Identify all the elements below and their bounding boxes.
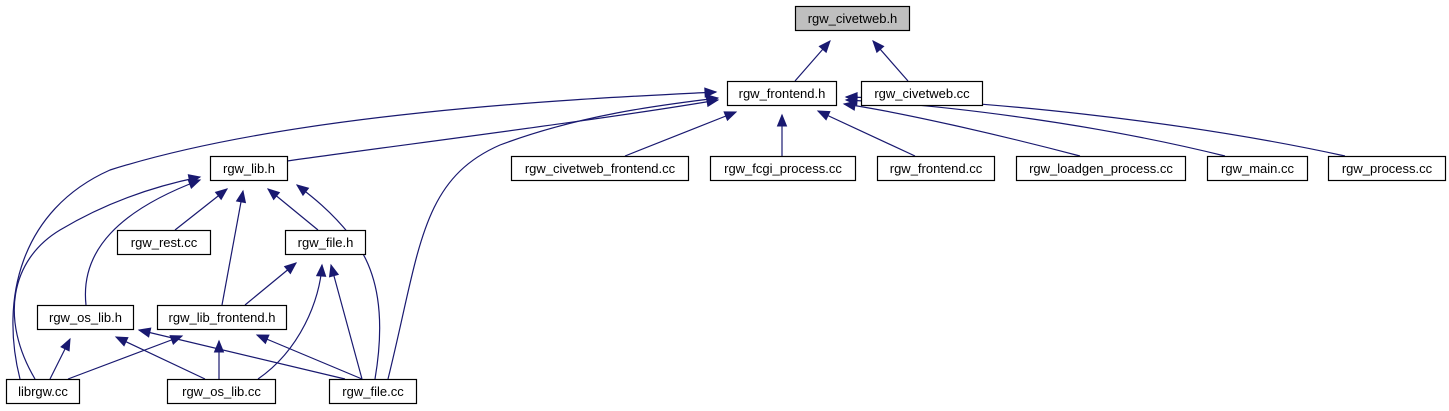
node-rgw-frontend-h[interactable]: rgw_frontend.h bbox=[726, 80, 838, 107]
edge-arrowhead bbox=[776, 113, 788, 127]
edge-arrowhead bbox=[723, 111, 738, 122]
edges-layer bbox=[12, 40, 1346, 380]
node-rgw-file-cc[interactable]: rgw_file.cc bbox=[328, 378, 418, 405]
node-rgw-file-h[interactable]: rgw_file.h bbox=[284, 229, 367, 256]
node-label: rgw_frontend.h bbox=[739, 86, 826, 101]
node-rgw-loadgen-process-cc[interactable]: rgw_loadgen_process.cc bbox=[1015, 155, 1187, 182]
nodes-layer: rgw_civetweb.h rgw_frontend.h rgw_civetweb… bbox=[5, 5, 1447, 405]
edge-arrowhead bbox=[137, 327, 152, 338]
edge-rgw_file_cc-to-rgw_lib_frontend_h bbox=[255, 334, 363, 380]
edge-arrowhead bbox=[169, 335, 184, 345]
node-box[interactable] bbox=[1206, 155, 1309, 182]
node-rgw-civetweb-frontend-cc[interactable]: rgw_civetweb_frontend.cc bbox=[510, 155, 690, 182]
node-label: rgw_process.cc bbox=[1342, 161, 1433, 176]
node-label: rgw_main.cc bbox=[1221, 161, 1294, 176]
edge-arrowhead bbox=[235, 189, 247, 204]
edge-rgw_os_lib_cc-to-rgw_lib_frontend_h bbox=[213, 339, 225, 379]
node-box[interactable] bbox=[709, 155, 857, 182]
edge-rgw_frontend_h-to-rgw_civetweb_h bbox=[794, 40, 831, 82]
node-box[interactable] bbox=[209, 155, 289, 182]
node-label: rgw_file.cc bbox=[342, 384, 404, 399]
node-rgw-lib-h[interactable]: rgw_lib.h bbox=[209, 155, 289, 182]
edge-arrowhead bbox=[283, 262, 298, 275]
node-label: rgw_loadgen_process.cc bbox=[1029, 161, 1173, 176]
edge-rgw_os_lib_cc-to-rgw_os_lib_h bbox=[114, 336, 206, 380]
edge-rgw_civetweb_frontend_cc-to-rgw_frontend_h bbox=[624, 111, 738, 157]
edge-librgw_cc-to-rgw_lib_frontend_h bbox=[67, 335, 184, 380]
edge-librgw_cc-to-rgw_os_lib_h bbox=[49, 337, 71, 380]
edge-rgw_lib_frontend_h-to-rgw_file_h bbox=[244, 262, 298, 306]
node-rgw-main-cc[interactable]: rgw_main.cc bbox=[1206, 155, 1309, 182]
node-label: rgw_lib_frontend.h bbox=[169, 310, 276, 325]
node-label: rgw_civetweb_frontend.cc bbox=[525, 161, 676, 176]
edge-arrowhead bbox=[187, 174, 202, 185]
edge-arrowhead bbox=[705, 94, 720, 105]
edge-arrowhead bbox=[872, 40, 885, 54]
node-rgw-fcgi-process-cc[interactable]: rgw_fcgi_process.cc bbox=[709, 155, 857, 182]
node-box[interactable] bbox=[510, 155, 690, 182]
node-rgw-civetweb-h[interactable]: rgw_civetweb.h bbox=[794, 5, 911, 32]
node-box[interactable] bbox=[794, 5, 911, 32]
node-box[interactable] bbox=[328, 378, 418, 405]
edge-arrowhead bbox=[255, 334, 270, 345]
node-rgw-os-lib-cc[interactable]: rgw_os_lib.cc bbox=[166, 378, 277, 405]
edge-rgw_rest_cc-to-rgw_lib_h bbox=[174, 188, 229, 231]
node-label: rgw_civetweb.h bbox=[808, 11, 898, 26]
node-label: librgw.cc bbox=[18, 384, 68, 399]
node-label: rgw_fcgi_process.cc bbox=[724, 161, 842, 176]
edge-arrowhead bbox=[214, 188, 229, 201]
node-rgw-civetweb-cc[interactable]: rgw_civetweb.cc bbox=[860, 80, 984, 107]
node-box[interactable] bbox=[166, 378, 277, 405]
edge-arrowhead bbox=[328, 263, 340, 278]
node-box[interactable] bbox=[36, 304, 135, 331]
node-label: rgw_frontend.cc bbox=[890, 161, 983, 176]
node-rgw-os-lib-h[interactable]: rgw_os_lib.h bbox=[36, 304, 135, 331]
node-box[interactable] bbox=[284, 229, 367, 256]
node-rgw-process-cc[interactable]: rgw_process.cc bbox=[1327, 155, 1447, 182]
node-box[interactable] bbox=[1327, 155, 1447, 182]
edge-rgw_frontend_cc-to-rgw_frontend_h bbox=[816, 110, 916, 157]
node-box[interactable] bbox=[116, 229, 212, 256]
edge-rgw_file_cc-to-rgw_file_h bbox=[328, 263, 363, 380]
node-rgw-rest-cc[interactable]: rgw_rest.cc bbox=[116, 229, 212, 256]
edge-rgw_fcgi_process_cc-to-rgw_frontend_h bbox=[776, 113, 788, 156]
edge-arrowhead bbox=[315, 263, 327, 277]
node-label: rgw_os_lib.cc bbox=[182, 384, 261, 399]
edge-rgw_file_cc-to-rgw_frontend_h bbox=[387, 94, 720, 380]
edge-arrowhead bbox=[295, 184, 310, 197]
node-box[interactable] bbox=[726, 80, 838, 107]
edge-arrowhead bbox=[60, 337, 71, 352]
node-box[interactable] bbox=[1015, 155, 1187, 182]
node-label: rgw_os_lib.h bbox=[49, 310, 122, 325]
edge-arrowhead bbox=[266, 188, 281, 201]
edge-rgw_file_h-to-rgw_lib_h bbox=[266, 188, 319, 231]
edge-rgw_lib_frontend_h-to-rgw_lib_h bbox=[221, 189, 247, 306]
edge-rgw_file_cc-to-rgw_lib_h bbox=[295, 184, 381, 380]
edge-arrowhead bbox=[213, 339, 225, 353]
edge-arrowhead bbox=[844, 92, 858, 103]
edge-arrowhead bbox=[818, 40, 831, 54]
node-rgw-lib-frontend-h[interactable]: rgw_lib_frontend.h bbox=[156, 304, 288, 331]
edge-librgw_cc-to-rgw_lib_h bbox=[13, 174, 202, 380]
edge-arrowhead bbox=[114, 336, 129, 347]
node-box[interactable] bbox=[5, 378, 81, 405]
node-box[interactable] bbox=[156, 304, 288, 331]
node-label: rgw_rest.cc bbox=[131, 235, 198, 250]
node-label: rgw_civetweb.cc bbox=[874, 86, 970, 101]
node-label: rgw_file.h bbox=[298, 235, 354, 250]
edge-rgw_civetweb_cc-to-rgw_civetweb_h bbox=[872, 40, 909, 82]
edge-rgw_os_lib_cc-to-rgw_file_h bbox=[257, 263, 327, 380]
node-box[interactable] bbox=[876, 155, 996, 182]
node-label: rgw_lib.h bbox=[223, 161, 275, 176]
edge-arrowhead bbox=[816, 110, 831, 121]
node-librgw-cc[interactable]: librgw.cc bbox=[5, 378, 81, 405]
node-rgw-frontend-cc[interactable]: rgw_frontend.cc bbox=[876, 155, 996, 182]
node-box[interactable] bbox=[860, 80, 984, 107]
